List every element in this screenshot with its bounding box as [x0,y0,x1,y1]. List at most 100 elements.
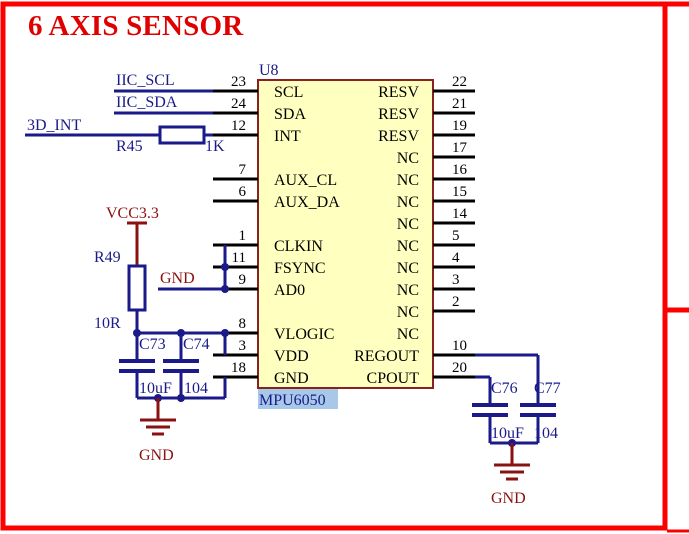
pin-name: VLOGIC [274,326,334,343]
junction [221,263,229,271]
pin-name: NC [397,216,419,233]
pin-name: NC [397,172,419,189]
pin-name: AUX_CL [274,172,337,189]
pin-name: NC [397,326,419,343]
right-pin: NC [397,326,419,343]
chip-part: MPU6050 [259,392,326,409]
pin-name: NC [397,194,419,211]
chip-ref: U8 [259,62,279,79]
pin-number: 21 [452,96,467,112]
pin-number: 8 [239,316,247,332]
c76-value: 10uF [491,425,524,442]
right-pin: 4NC [397,250,475,277]
pin-number: 12 [231,118,246,134]
pin-number: 23 [231,74,246,90]
c73-value: 10uF [139,380,172,397]
junction [221,329,229,337]
sheet-title: 6 AXIS SENSOR [28,10,244,42]
r45-resistor [158,125,206,145]
pin-name: SCL [274,84,303,101]
junction [177,394,185,402]
pin-number: 2 [452,294,460,310]
c74-ref: C74 [183,336,210,353]
net-sda: IIC_SDA [116,94,178,111]
ground-symbol-right [494,443,530,481]
pin-number: 10 [452,338,467,354]
ground-symbol-left [140,398,176,436]
pin-name: RESV [378,128,419,145]
part-highlight [258,389,338,409]
pin-name: GND [274,370,309,387]
net-int: 3D_INT [27,117,81,134]
ground-label-right: GND [491,490,526,507]
pin-number: 16 [452,162,468,178]
pin-name: RESV [378,106,419,123]
r45-value: 1K [205,138,225,155]
ground-label-left: GND [139,447,174,464]
chip-body [257,79,434,389]
net-scl: IIC_SCL [116,72,175,89]
pin-name: INT [274,128,301,145]
net-gnd-ad0: GND [160,270,195,287]
pin-number: 9 [239,272,247,288]
pin-name: VDD [274,348,309,365]
r45-ref: R45 [116,138,143,155]
pin-number: 19 [452,118,467,134]
pin-number: 3 [452,272,460,288]
pin-name: NC [397,150,419,167]
right-pin: 2NC [397,294,475,321]
r49-ref: R49 [94,249,121,266]
c76-ref: C76 [491,380,518,397]
right-pin: 3NC [397,272,475,299]
pin-number: 5 [452,228,460,244]
pin-name: AD0 [274,282,305,299]
left-pins: 23SCL24SDA12INT7AUX_CL6AUX_DA1CLKIN11FSY… [213,74,340,387]
pin-name: NC [397,304,419,321]
pin-number: 7 [239,162,247,178]
c74-value: 104 [184,380,208,397]
pin-name: FSYNC [274,260,326,277]
pin-name: SDA [274,106,306,123]
pin-name: RESV [378,84,419,101]
pin-number: 3 [239,338,247,354]
junction [221,285,229,293]
pin-number: 24 [231,96,247,112]
right-pin: 5NC [397,228,475,255]
net-vcc: VCC3.3 [106,205,159,222]
c77-value: 104 [534,425,558,442]
pin-number: 1 [239,228,247,244]
r49-value: 10R [94,315,121,332]
pin-number: 18 [231,360,246,376]
pin-number: 20 [452,360,467,376]
sheet-frame [0,1,668,531]
pin-number: 22 [452,74,467,90]
pin-name: CLKIN [274,238,323,255]
pin-number: 6 [239,184,247,200]
pin-name: CPOUT [367,370,420,387]
c77-ref: C77 [534,380,561,397]
r49-resistor [127,264,147,312]
pin-number: 14 [452,206,468,222]
c73-ref: C73 [139,336,166,353]
pin-number: 15 [452,184,467,200]
pin-name: NC [397,238,419,255]
pin-name: AUX_DA [274,194,340,211]
